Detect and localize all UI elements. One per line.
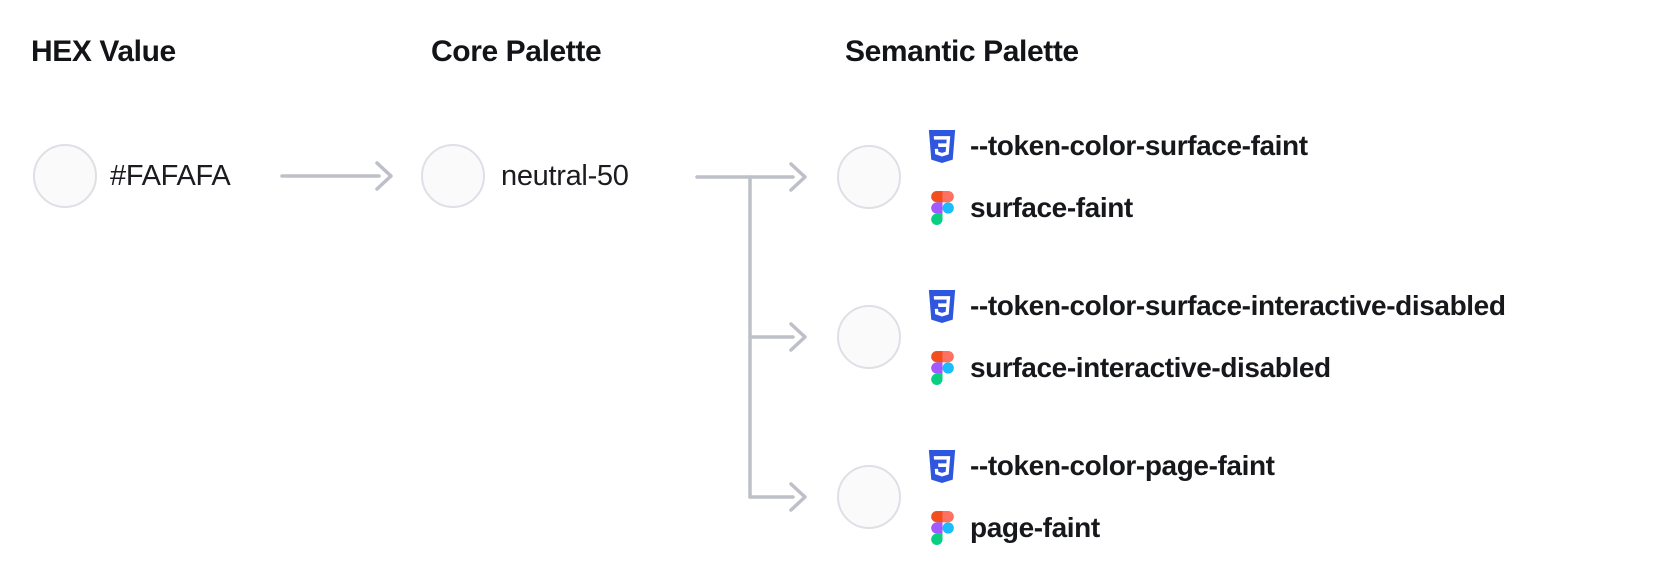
semantic-token-row: --token-color-surface-interactive-disabl…: [837, 279, 1506, 395]
css-token-label: --token-color-page-faint: [970, 450, 1275, 481]
hex-value-label: #FAFAFA: [110, 160, 231, 192]
figma-icon: [927, 511, 957, 545]
semantic-swatch: [837, 145, 901, 209]
css3-icon: [927, 129, 957, 163]
css3-icon: [927, 289, 957, 323]
css-token-label: --token-color-surface-interactive-disabl…: [970, 290, 1506, 321]
semantic-swatch: [837, 465, 901, 529]
semantic-swatch: [837, 305, 901, 369]
semantic-token-row: --token-color-surface-faint surface-fain…: [837, 119, 1308, 235]
figma-token-label: surface-interactive-disabled: [970, 352, 1331, 383]
semantic-token-row: --token-color-page-faint page-faint: [837, 439, 1275, 555]
hex-value-header: HEX Value: [31, 35, 176, 68]
css3-icon: [927, 449, 957, 483]
core-token-label: neutral-50: [501, 160, 629, 192]
semantic-palette-header: Semantic Palette: [845, 35, 1079, 68]
figma-icon: [927, 351, 957, 385]
figma-token-label: page-faint: [970, 512, 1100, 543]
css-token-label: --token-color-surface-faint: [970, 130, 1308, 161]
core-palette-header: Core Palette: [431, 35, 602, 68]
core-swatch: [421, 144, 485, 208]
figma-icon: [927, 191, 957, 225]
hex-swatch: [33, 144, 97, 208]
figma-token-label: surface-faint: [970, 192, 1133, 223]
